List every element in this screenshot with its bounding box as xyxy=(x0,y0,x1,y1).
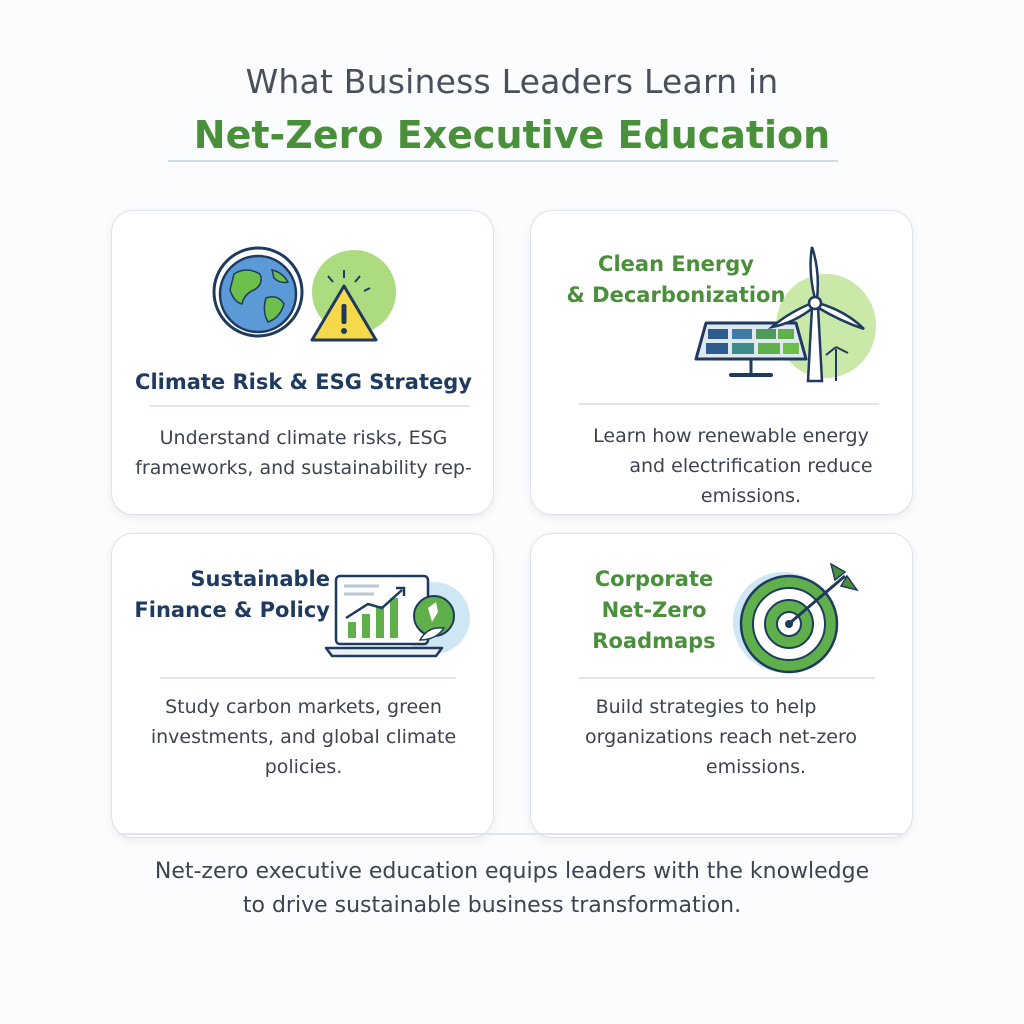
card-net-zero-roadmaps: Corporate Net-Zero Roadmaps Build strate… xyxy=(530,533,913,838)
footer-line: Net-zero executive education equips lead… xyxy=(154,859,870,884)
footer-divider xyxy=(118,833,902,835)
footer-text: Net-zero executive education equips lead… xyxy=(0,855,1024,923)
description-line: policies. xyxy=(264,756,343,778)
solar-panel-wind-turbine-icon xyxy=(694,246,876,383)
heading-line: Sustainable xyxy=(190,567,330,591)
card-divider xyxy=(150,405,470,407)
heading-line: Corporate xyxy=(594,567,714,591)
globe-warning-icon xyxy=(212,246,396,342)
heading-line: Roadmaps xyxy=(592,629,716,653)
card-description: Study carbon markets, green investments,… xyxy=(112,692,495,782)
card-divider xyxy=(579,403,879,405)
description-line: investments, and global climate xyxy=(150,726,457,748)
description-line: Learn how renewable energy xyxy=(593,425,869,447)
card-description: Understand climate risks, ESG frameworks… xyxy=(112,423,495,483)
heading-line: Net-Zero xyxy=(601,598,707,622)
card-clean-energy: Clean Energy & Decarbonization Learn how… xyxy=(530,210,913,515)
card-heading: Climate Risk & ESG Strategy xyxy=(135,370,472,394)
card-description: Learn how renewable energy and electrifi… xyxy=(571,421,891,511)
card-description: Build strategies to help organizations r… xyxy=(561,692,881,782)
card-climate-risk: Climate Risk & ESG Strategy Understand c… xyxy=(111,210,494,515)
finance-chart-laptop-icon xyxy=(324,574,470,658)
description-line: Build strategies to help xyxy=(595,696,817,718)
card-heading: Corporate Net-Zero Roadmaps xyxy=(569,564,739,657)
target-arrow-icon xyxy=(733,562,859,674)
card-divider xyxy=(160,677,456,679)
description-line: Understand climate risks, ESG xyxy=(159,427,448,449)
footer-line: to drive sustainable business transforma… xyxy=(242,893,742,918)
description-line: emissions. xyxy=(705,756,807,778)
page-title: Net-Zero Executive Education xyxy=(193,113,831,157)
description-line: frameworks, and sustainability rep- xyxy=(135,457,472,479)
title-underline xyxy=(168,160,838,162)
heading-line: & Decarbonization xyxy=(566,283,786,307)
description-line: Study carbon markets, green xyxy=(165,696,442,718)
card-heading: Clean Energy & Decarbonization xyxy=(561,249,791,311)
card-divider xyxy=(579,677,875,679)
description-line: emissions. xyxy=(700,485,802,507)
page-header: What Business Leaders Learn in Net-Zero … xyxy=(0,62,1024,157)
card-heading: Sustainable Finance & Policy xyxy=(130,564,330,626)
description-line: organizations reach net-zero xyxy=(584,726,858,748)
heading-line: Finance & Policy xyxy=(134,598,330,622)
page-subtitle: What Business Leaders Learn in xyxy=(245,62,779,101)
heading-line: Clean Energy xyxy=(598,252,754,276)
description-line: and electrification reduce xyxy=(629,455,873,477)
card-sustainable-finance: Sustainable Finance & Policy Study carbo… xyxy=(111,533,494,838)
